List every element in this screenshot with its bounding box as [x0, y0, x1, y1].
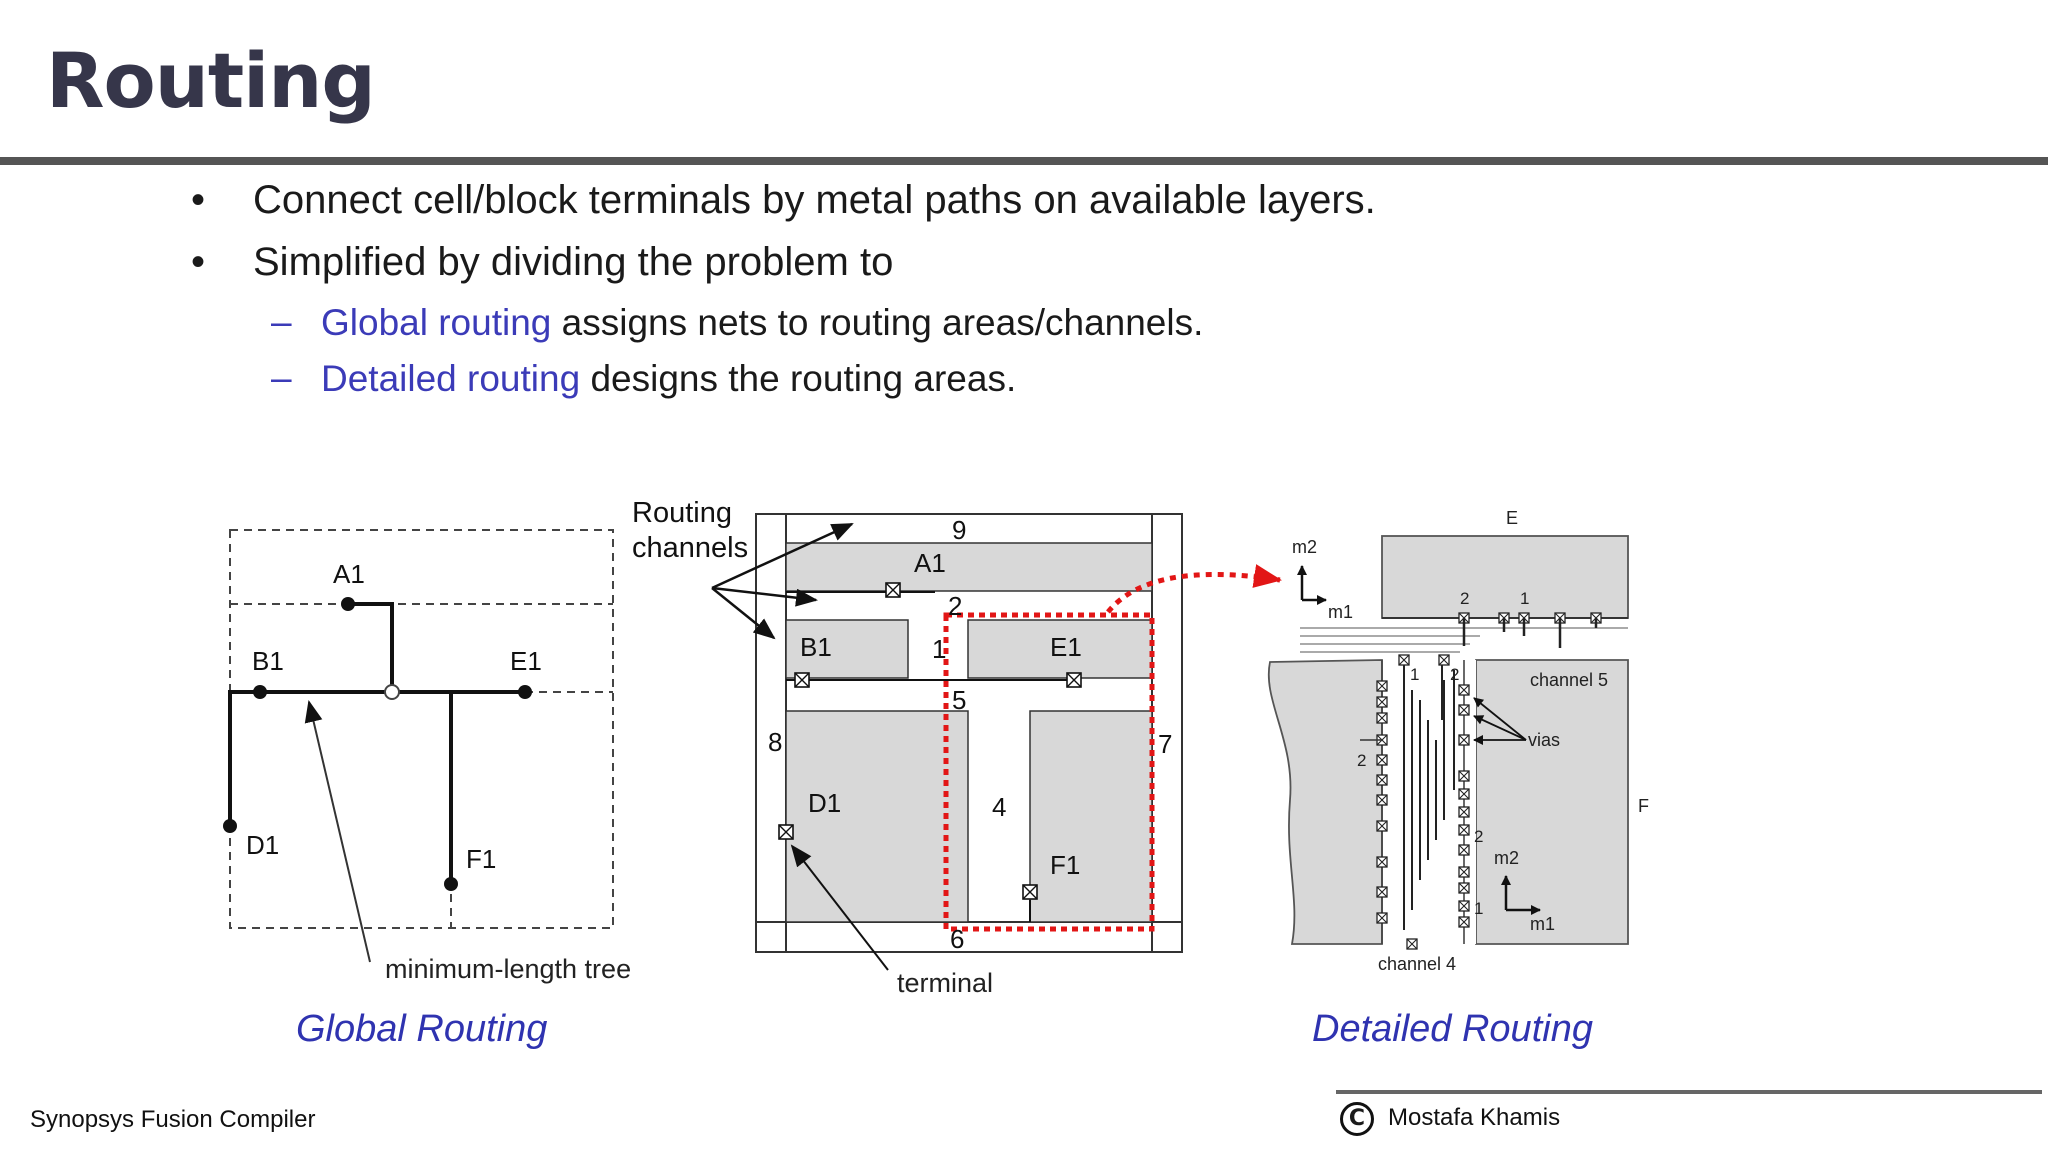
vias-left-column	[1376, 680, 1388, 924]
axis-bottom-m2: m2	[1494, 848, 1519, 868]
num-left-2: 2	[1357, 751, 1366, 770]
label-e1: E1	[510, 646, 542, 676]
top-pin-1: 1	[1520, 589, 1529, 608]
axis-bottom-m1: m1	[1530, 914, 1555, 934]
bullet-1-text: Connect cell/block terminals by metal pa…	[253, 178, 1376, 222]
label-block-f: F	[1638, 796, 1649, 816]
channel-6: 6	[950, 924, 964, 954]
block-a1	[785, 542, 1153, 592]
pin-b1	[253, 685, 267, 699]
block-d	[1267, 659, 1383, 945]
bullet-1: • Connect cell/block terminals by metal …	[191, 178, 1376, 223]
num-1: 1	[1410, 665, 1419, 684]
label-block-e: E	[1506, 508, 1518, 528]
footer-divider	[1336, 1090, 2042, 1094]
annotation-arrow	[304, 700, 371, 963]
callout-routing: Routing	[632, 497, 732, 529]
block-b1	[785, 619, 909, 679]
detailed-routing-diagram: E F m2 m1 2 1 1 2 2 2 1 channel 5 channe…	[1267, 508, 1649, 974]
annotation-min-tree: minimum-length tree	[385, 954, 631, 984]
bullet-2-text: Simplified by dividing the problem to	[253, 240, 894, 284]
terminal-e1	[1066, 672, 1082, 688]
pins-block-e	[1458, 612, 1602, 648]
terminal-a1	[885, 582, 901, 598]
axis-top-m1: m1	[1328, 602, 1353, 622]
steiner-point	[384, 684, 400, 700]
footer-course-name: Synopsys Fusion Compiler	[30, 1106, 316, 1133]
block-label-b1: B1	[800, 632, 832, 662]
bullet-dot: •	[191, 178, 206, 222]
terminal-f1	[1022, 884, 1038, 900]
sub-bullet-dash: –	[271, 301, 292, 342]
block-label-d1: D1	[808, 788, 841, 818]
block-label-f1: F1	[1050, 850, 1080, 880]
sub-bullet-2-text: designs the routing areas.	[580, 358, 1017, 399]
label-d1: D1	[246, 830, 279, 860]
label-vias: vias	[1528, 730, 1560, 750]
zoom-arrow	[1106, 564, 1282, 614]
tree-trunk	[228, 690, 525, 826]
sub-bullet-2: – Detailed routing designs the routing a…	[271, 357, 1017, 400]
block-d1	[785, 710, 969, 923]
global-routing-diagram: A1 B1 E1 D1 F1 minimum-length tree	[223, 529, 631, 984]
sub-bullet-1: – Global routing assigns nets to routing…	[271, 301, 1204, 344]
channel-5: 5	[952, 685, 966, 715]
region-outline	[229, 529, 614, 929]
detail-highlight-box	[943, 612, 1155, 932]
callout-channels: channels	[632, 532, 748, 564]
label-b1: B1	[252, 646, 284, 676]
num-right-1: 1	[1474, 899, 1483, 918]
footer-author: Mostafa Khamis	[1388, 1104, 1561, 1131]
channel-4: 4	[992, 792, 1006, 822]
pin-f1	[444, 877, 458, 891]
label-f1: F1	[466, 844, 496, 874]
channel-1: 1	[932, 634, 946, 664]
channel-2: 2	[948, 591, 962, 621]
routing-channels-diagram: Routing channels 9 A1 2 B1 1 E1 5 8 7 D1…	[632, 497, 1282, 998]
slide-title: Routing	[46, 36, 376, 125]
sub-bullet-1-highlight: Global routing	[321, 302, 552, 343]
caption-global-routing: Global Routing	[296, 1008, 548, 1050]
axis-top-m2: m2	[1292, 537, 1317, 557]
sub-bullet-2-highlight: Detailed routing	[321, 358, 581, 399]
num-2: 2	[1450, 665, 1459, 684]
block-e	[1381, 535, 1629, 619]
block-label-a1: A1	[914, 548, 946, 578]
terminal-d1	[778, 824, 794, 840]
num-right-2: 2	[1474, 827, 1483, 846]
bullet-2: • Simplified by dividing the problem to	[191, 240, 894, 285]
title-divider	[0, 157, 2048, 165]
label-a1: A1	[333, 559, 365, 589]
channel-7: 7	[1158, 729, 1172, 759]
block-e1	[967, 619, 1153, 679]
sub-bullet-1-text: assigns nets to routing areas/channels.	[551, 302, 1204, 343]
copyright-icon: C	[1340, 1102, 1374, 1136]
pin-e1	[518, 685, 532, 699]
pin-a1	[341, 597, 355, 611]
label-channel-4: channel 4	[1378, 954, 1456, 974]
caption-detailed-routing: Detailed Routing	[1312, 1008, 1593, 1050]
block-f	[1475, 659, 1629, 945]
block-f1	[1029, 710, 1153, 923]
terminal-label: terminal	[897, 968, 993, 998]
channel-9: 9	[952, 515, 966, 545]
label-channel-5: channel 5	[1530, 670, 1608, 690]
terminal-b1	[794, 672, 810, 688]
block-label-e1: E1	[1050, 632, 1082, 662]
sub-bullet-dash: –	[271, 357, 292, 398]
pin-d1	[223, 819, 237, 833]
tree-branch-a1	[348, 602, 394, 692]
top-pin-2: 2	[1460, 589, 1469, 608]
channel-8: 8	[768, 727, 782, 757]
bullet-dot: •	[191, 240, 206, 284]
